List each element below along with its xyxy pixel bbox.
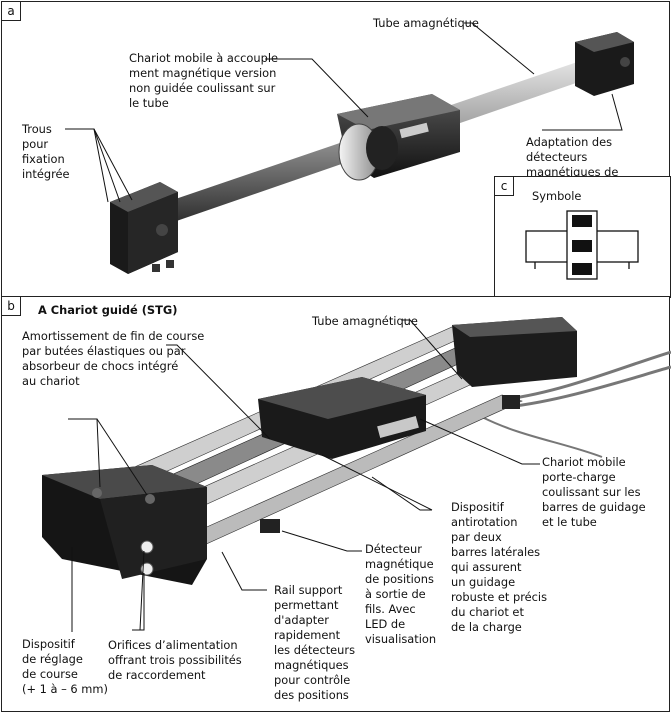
panel-b-title: A Chariot guidé (STG) bbox=[38, 303, 178, 317]
leader-chariot-b bbox=[419, 418, 540, 465]
label-trous: Trous pour fixation intégrée bbox=[22, 122, 70, 181]
panel-c-tag: c bbox=[495, 177, 514, 196]
leader-tube bbox=[464, 22, 535, 75]
near-end-block bbox=[42, 465, 207, 585]
leader-trous-1 bbox=[65, 128, 109, 203]
leader-detecteur bbox=[281, 530, 362, 552]
chariot-mobile bbox=[337, 94, 460, 181]
guided-cylinder-illustration bbox=[42, 317, 671, 585]
cylinder-illustration bbox=[110, 32, 634, 274]
leader-adaptation bbox=[542, 93, 623, 131]
label-chariot-b: Chariot mobile porte-charge coulissant s… bbox=[542, 455, 646, 529]
label-rail: Rail support permettant d'adapter rapide… bbox=[274, 583, 356, 702]
label-reglage: Dispositif de réglage de course (+ 1 à –… bbox=[22, 637, 108, 696]
chariot-porte-charge bbox=[258, 377, 426, 459]
detector-1 bbox=[260, 519, 280, 533]
panel-b-leaders bbox=[68, 319, 540, 632]
leader-amortissement bbox=[166, 344, 271, 440]
label-amortissement: Amortissement de fin de course par butée… bbox=[22, 329, 205, 388]
panel-c: c Symbole bbox=[494, 176, 671, 298]
leader-trous-b bbox=[68, 418, 101, 488]
label-antirotation: Dispositif antirotation par deux barres … bbox=[451, 500, 548, 634]
label-tube-a: Tube amagnétique bbox=[373, 16, 479, 30]
label-tube-b: Tube amagnétique bbox=[312, 314, 418, 328]
label-detecteur: Détecteur magnétique de positions à sort… bbox=[365, 542, 437, 646]
label-orifices: Orifices d’alimentation offrant trois po… bbox=[108, 638, 242, 682]
detector-2 bbox=[502, 395, 520, 409]
left-end-block bbox=[110, 182, 178, 274]
panel-a-leaders bbox=[65, 22, 623, 203]
panel-b-tag: b bbox=[2, 297, 21, 316]
panel-a-tag: a bbox=[2, 2, 21, 21]
right-end-block bbox=[575, 32, 634, 96]
symbol-title: Symbole bbox=[532, 189, 582, 203]
leader-tube-b bbox=[402, 319, 463, 380]
leader-chariot bbox=[265, 58, 369, 118]
label-chariot-a: Chariot mobile à accouple- ment magnétiq… bbox=[129, 51, 283, 110]
far-end-block bbox=[452, 317, 577, 387]
leader-rail bbox=[221, 551, 267, 591]
panel-a: a bbox=[1, 1, 671, 298]
panel-b: b A Chariot guidé (STG) bbox=[1, 296, 671, 712]
symbol-drawing bbox=[525, 210, 639, 280]
